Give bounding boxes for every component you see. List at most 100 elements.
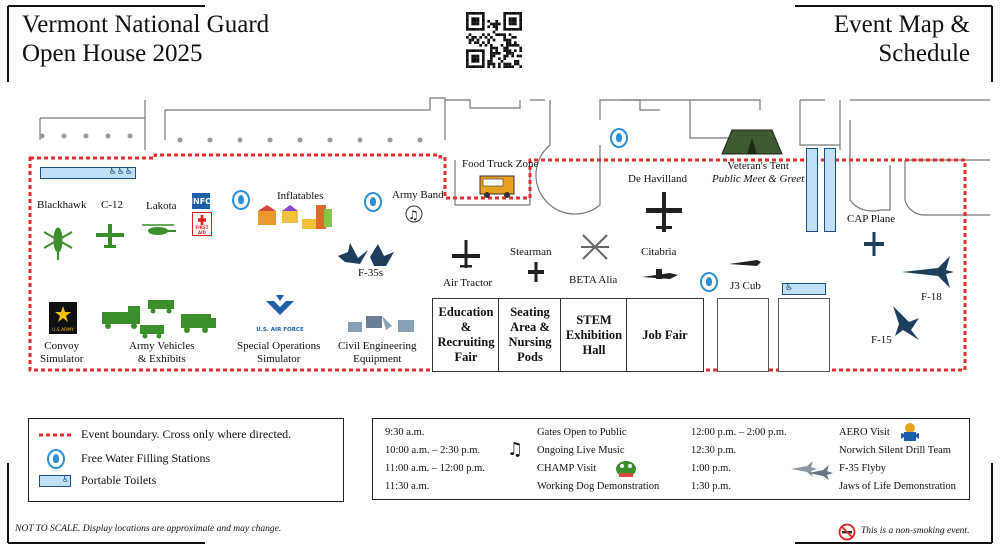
first-aid-icon[interactable]: FIRST AID: [192, 212, 212, 236]
legend: Event boundary. Cross only where directe…: [28, 418, 344, 502]
army-logo-icon: U.S.ARMY: [49, 302, 77, 334]
map-title: Event Map & Schedule: [834, 10, 970, 68]
label-stearman: Stearman: [510, 246, 552, 258]
label-de-havilland: De Havilland: [628, 173, 687, 185]
label-inflatables: Inflatables: [277, 190, 324, 202]
title-line-1: Vermont National Guard: [22, 11, 270, 38]
label-j3-cub: J3 Cub: [730, 280, 761, 292]
inflatables-icon: [258, 205, 332, 229]
music-notes-icon: ♫: [507, 439, 524, 460]
army-vehicles-icon: [102, 300, 216, 339]
svg-text:U.S.ARMY: U.S.ARMY: [52, 327, 74, 333]
title-line-2: Open House 2025: [22, 40, 203, 67]
blackhawk-icon: [43, 227, 73, 260]
schedule-time: 1:30 p.m.: [691, 481, 731, 492]
music-notes-icon: ♫: [405, 205, 423, 223]
hangar-lot-2: [778, 298, 830, 372]
water-station-icon: [232, 190, 250, 210]
schedule-event: Gates Open to Public: [537, 427, 627, 438]
event-boundary: [28, 153, 967, 372]
no-smoking-note: This is a non-smoking event.: [861, 526, 970, 536]
schedule-event: F-35 Flyby: [839, 463, 886, 474]
f15-icon: [893, 306, 919, 340]
hangar-lot-1: [717, 298, 769, 372]
label-f15: F-15: [871, 334, 892, 346]
stearman-icon: [528, 262, 544, 282]
label-beta-alia: BETA Alia: [569, 274, 618, 286]
label-army-vehicles: Army Vehicles& Exhibits: [129, 340, 195, 365]
civil-engineering-icon: [348, 316, 414, 332]
label-veterans-tent: Veteran's Tent Public Meet & Greet: [712, 160, 805, 185]
label-army-band: Army Band: [392, 189, 444, 201]
f35-icon: [338, 243, 394, 266]
tent-icon: [721, 129, 783, 155]
beta-alia-icon: [581, 234, 609, 260]
aero-mascot-icon: [901, 423, 919, 441]
champ-mascot-icon: [616, 461, 636, 477]
food-truck-icon: [479, 175, 515, 198]
label-air-tractor: Air Tractor: [443, 277, 493, 289]
label-cap-plane: CAP Plane: [847, 213, 896, 225]
event-title: Vermont National Guard Open House 2025: [22, 10, 269, 68]
schedule-time: 10:00 a.m. – 2:30 p.m.: [385, 445, 481, 456]
qr-code-icon[interactable]: [466, 12, 522, 68]
portable-toilets-icon: [824, 148, 836, 232]
lakota-icon: [142, 224, 176, 235]
schedule-event: Jaws of Life Demonstration: [839, 481, 956, 492]
de-havilland-icon: [646, 192, 682, 232]
label-f18: F-18: [921, 291, 942, 303]
svg-text:U.S. AIR FORCE: U.S. AIR FORCE: [256, 327, 304, 333]
f18-icon: [902, 256, 954, 288]
portable-toilets-icon: ♿: [782, 283, 826, 295]
f35-flyby-icon: [791, 461, 833, 480]
schedule-event: CHAMP Visit: [537, 463, 597, 474]
legend-water: Free Water Filling Stations: [81, 451, 211, 465]
citabria-icon: [642, 269, 678, 279]
map-title-line-1: Event Map &: [833, 11, 970, 38]
usaf-logo-icon: U.S. AIR FORCE: [256, 295, 304, 333]
schedule-event: AERO Visit: [839, 427, 890, 438]
air-tractor-icon: [452, 240, 480, 268]
j3-cub-icon: [729, 260, 761, 266]
label-f35s: F-35s: [358, 267, 384, 279]
c12-icon: [96, 224, 124, 248]
legend-toilets: Portable Toilets: [81, 473, 157, 487]
label-blackhawk: Blackhawk: [37, 199, 87, 211]
water-station-icon: [700, 272, 718, 292]
water-station-icon: [364, 192, 382, 212]
legend-boundary: Event boundary. Cross only where directe…: [81, 427, 292, 441]
schedule-event: Norwich Silent Drill Team: [839, 445, 951, 456]
booth-job-fair[interactable]: Job Fair: [626, 298, 704, 372]
schedule-time: 9:30 a.m.: [385, 427, 425, 438]
schedule-time: 12:30 p.m.: [691, 445, 737, 456]
portable-toilets-icon: [806, 148, 818, 232]
label-lakota: Lakota: [146, 200, 177, 212]
cap-plane-icon: [864, 232, 884, 256]
boundary-legend-icon: [39, 433, 71, 437]
schedule-time: 11:30 a.m.: [385, 481, 430, 492]
label-c12: C-12: [101, 199, 123, 211]
svg-text:♫: ♫: [408, 208, 419, 222]
label-food-truck: Food Truck Zone: [462, 158, 539, 170]
schedule-time: 11:00 a.m. – 12:00 p.m.: [385, 463, 485, 474]
portable-toilets-icon: ♿♿♿: [40, 167, 136, 179]
schedule-event: Ongoing Live Music: [537, 445, 625, 456]
schedule-event: Working Dog Demonstration: [537, 481, 660, 492]
schedule-time: 12:00 p.m. – 2:00 p.m.: [691, 427, 787, 438]
label-citabria: Citabria: [641, 246, 677, 258]
info-icon[interactable]: INFO: [190, 193, 212, 209]
map-title-line-2: Schedule: [878, 40, 970, 67]
not-to-scale-note: NOT TO SCALE. Display locations are appr…: [15, 524, 282, 534]
portable-toilets-icon: ♿: [39, 475, 71, 487]
schedule-time: 1:00 p.m.: [691, 463, 731, 474]
water-station-icon: [47, 449, 65, 469]
